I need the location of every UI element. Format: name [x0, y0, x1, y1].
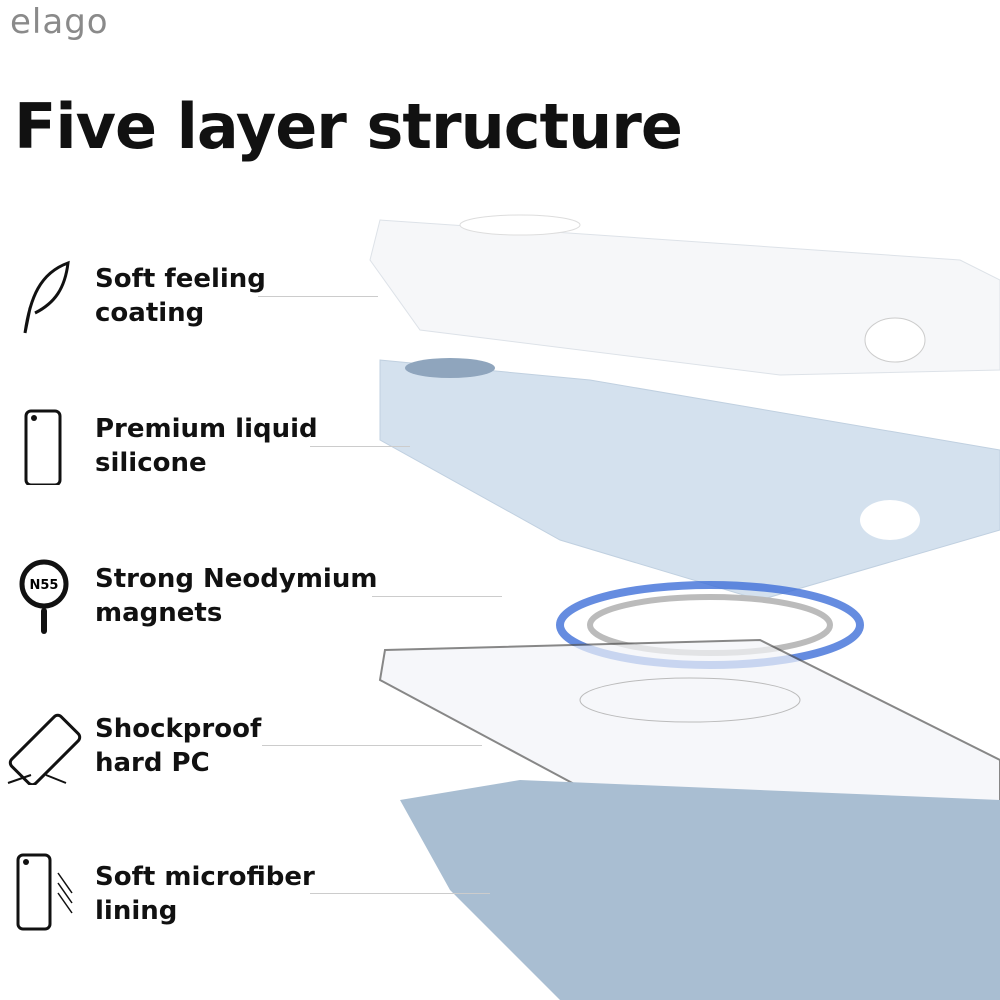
- svg-text:N55: N55: [30, 578, 59, 593]
- leader-line: [310, 893, 490, 894]
- feather-icon: [23, 260, 70, 334]
- brand-logo: elago: [10, 2, 109, 42]
- coating-layer: [369, 219, 1000, 376]
- leader-line: [258, 296, 378, 297]
- leader-line: [262, 745, 482, 746]
- leader-line: [372, 596, 502, 597]
- shock-phone-icon: [7, 713, 82, 785]
- page-title: Five layer structure: [14, 90, 683, 163]
- phone-protection-icon: [24, 409, 62, 485]
- leader-line: [310, 446, 410, 447]
- magnet-icon: N55: [19, 559, 69, 634]
- silicone-layer: [379, 359, 1000, 601]
- case-layers-illustration: [369, 214, 1000, 1000]
- microfiber-layer: [400, 780, 1000, 1000]
- microfiber-phone-icon: [16, 853, 73, 931]
